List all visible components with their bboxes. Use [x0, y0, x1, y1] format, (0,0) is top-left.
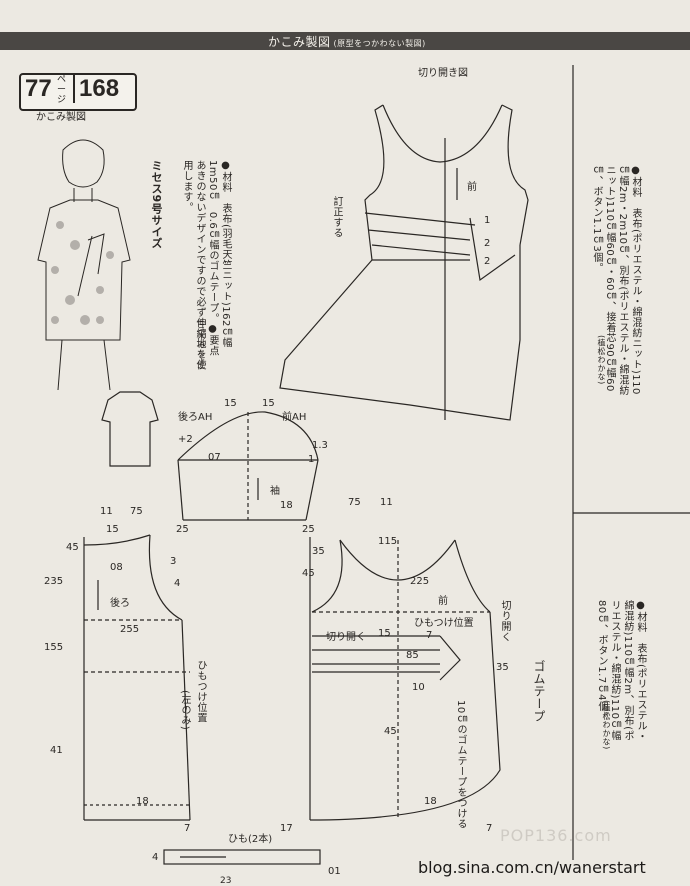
label-mae-ah: 前AH — [282, 412, 307, 423]
num-k2b: 2 — [484, 256, 491, 267]
label-sode: 袖 — [270, 486, 280, 497]
label-mae-front: 前 — [438, 596, 448, 607]
dim-11a: 11 — [100, 506, 113, 517]
materials-right-1: ●材料 表布(ポリエステル・綿混紡ニット)110㎝幅2m・2m10㎝、別布(ポリ… — [591, 165, 641, 396]
dim-18a: 18 — [136, 796, 149, 807]
label-kiri-hiraku: 切り開く — [326, 632, 366, 643]
materials-right-2: ●材料 表布(ポリエステル・綿混紡)110㎝幅2m、別布(ポリエステル・綿混紡)… — [596, 600, 646, 742]
dim-35b: 35 — [496, 662, 509, 673]
header-title: かこみ製図(原型をつかわない製図) — [268, 35, 426, 49]
label-hidari-nomi: (左のみ) — [179, 690, 190, 731]
dim-45b: 45 — [302, 568, 315, 579]
dim-255: 255 — [120, 624, 140, 635]
dim-15c: 15 — [378, 628, 391, 639]
sleeve-draft — [177, 411, 319, 521]
label-gomu: 10㎝のゴムテープをつける — [455, 700, 466, 830]
label-ushiro-ah: 後ろAH — [178, 412, 213, 423]
label-gomu-tape: ゴムテープ — [532, 660, 546, 723]
dim-15s: 15 — [224, 398, 237, 409]
dim-7: 7 — [426, 630, 433, 641]
dim-25a: 25 — [176, 524, 189, 535]
dim-45: 45 — [66, 542, 79, 553]
dim-h4: 4 — [152, 852, 159, 863]
num-k2: 2 — [484, 238, 491, 249]
dim-235: 235 — [44, 576, 64, 587]
author-right-1: (植松わかな) — [597, 335, 606, 385]
dim-10: 10 — [412, 682, 425, 693]
dim-11b: 11 — [380, 497, 393, 508]
front-bodice — [309, 537, 501, 821]
dim-115: 115 — [378, 536, 398, 547]
num-k1: 1 — [484, 215, 491, 226]
size-label: ミセス9号サイズ — [150, 160, 163, 249]
label-himo-tsuke: ひもつけ位置 — [195, 660, 206, 723]
page-reference-box: 77 ページ 168 — [19, 73, 137, 111]
label-kiri-hiraki-zu: 切り開き図 — [418, 68, 468, 79]
page-ref-left: 77 — [25, 75, 52, 102]
dim-13: 1.3 — [312, 440, 328, 451]
dim-155: 155 — [44, 642, 64, 653]
header-bar — [0, 32, 690, 50]
dim-7b: 7 — [486, 823, 493, 834]
source-url: blog.sina.com.cn/wanerstart — [418, 858, 646, 877]
dim-15t: 15 — [262, 398, 275, 409]
watermark: POP136.com — [500, 826, 612, 845]
label-kiri-hiraku-right: 切り開く — [499, 600, 510, 642]
tie-strip — [163, 849, 321, 865]
dim-25b: 25 — [302, 524, 315, 535]
cut-open-diagram — [279, 104, 529, 421]
dim-1: 1 — [308, 454, 315, 465]
dim-08: 08 — [110, 562, 123, 573]
label-himo: ひも(2本) — [228, 834, 273, 845]
dim-18s: 18 — [280, 500, 293, 511]
page-ref-kana: ページ — [57, 75, 67, 105]
dim-85: 85 — [406, 650, 419, 661]
grain-arrows — [97, 168, 458, 858]
materials-main: ●材料 表布(羽毛天竺ニット)162㎝幅1m50㎝ 0.6㎝幅のゴムテープ。●要… — [181, 160, 231, 370]
dim-7a: 7 — [184, 823, 191, 834]
dim-h01: 01 — [328, 866, 341, 877]
dim-4: 4 — [174, 578, 181, 589]
dim-45-front: 45 — [384, 726, 397, 737]
dim-17: 17 — [280, 823, 293, 834]
page-ref-subtitle: かこみ製図 — [36, 112, 86, 123]
author-main: (三木みちよ) — [197, 320, 206, 370]
dim-225: 225 — [410, 576, 430, 587]
print-dots — [51, 221, 114, 325]
flat-sketch — [101, 391, 159, 467]
dim-07: 07 — [208, 452, 221, 463]
dim-15a: 15 — [106, 524, 119, 535]
dim-2p: +2 — [178, 434, 193, 445]
page-number: 23 — [220, 876, 232, 886]
back-bodice — [83, 534, 191, 821]
dim-18b: 18 — [424, 796, 437, 807]
label-teisei: 訂正する — [331, 196, 342, 238]
label-mae-cutopen: 前 — [467, 182, 477, 193]
dim-75b: 75 — [348, 497, 361, 508]
dim-3: 3 — [170, 556, 177, 567]
dim-35: 35 — [312, 546, 325, 557]
model-illustration — [37, 139, 131, 391]
label-ushiro: 後ろ — [110, 598, 130, 609]
dim-75a: 75 — [130, 506, 143, 517]
dim-41: 41 — [50, 745, 63, 756]
author-right-2: (植松わかな) — [602, 700, 611, 750]
page-ref-right: 168 — [73, 75, 119, 103]
label-himo-tsuke-front: ひもつけ位置 — [414, 618, 474, 629]
